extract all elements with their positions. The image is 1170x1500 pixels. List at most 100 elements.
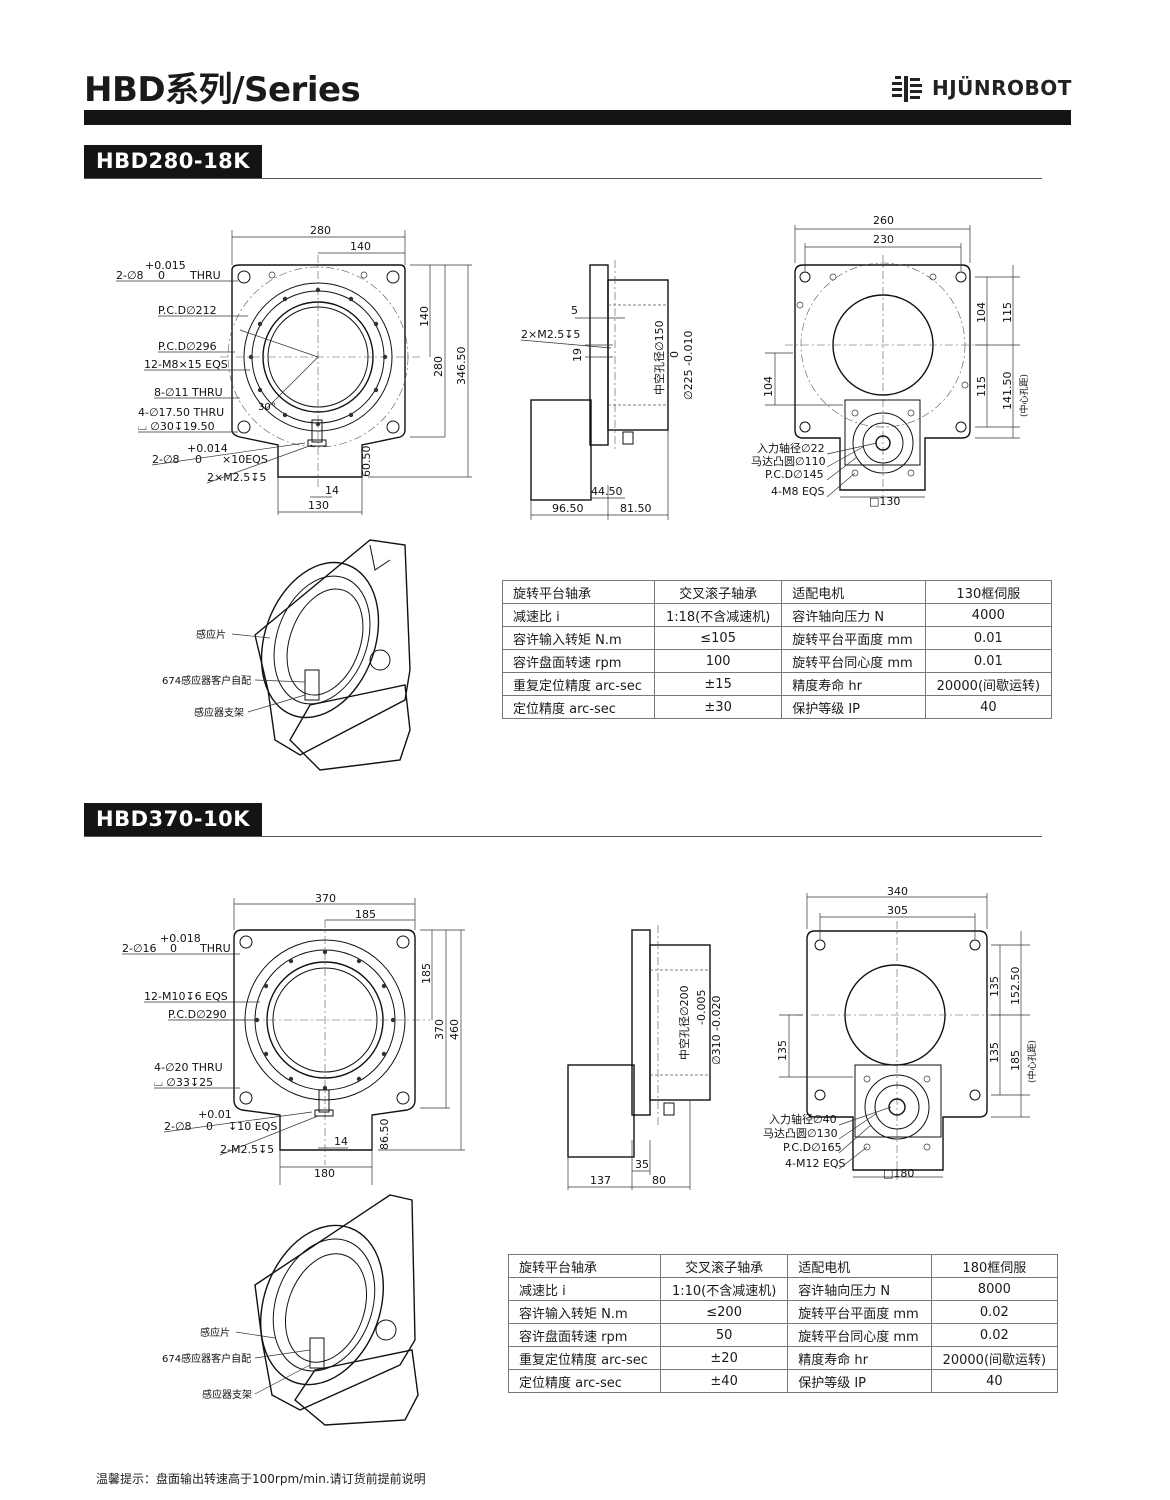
rear-dim-135b: 135 (988, 1042, 1001, 1063)
side-dim-80: 80 (652, 1174, 666, 1187)
spec-cell: 交叉滚子轴承 (660, 1254, 789, 1278)
tap-small: 2-M2.5↧5 (220, 1143, 274, 1156)
pin-eqs: ↧10 EQS (228, 1120, 277, 1133)
spec-cell: 8000 (930, 1277, 1059, 1301)
dim-right-full: 370 (433, 1019, 446, 1040)
tap-eqs: 12-M8×15 EQS (144, 358, 228, 371)
footer-note: 温馨提示：盘面输出转速高于100rpm/min.请订货前提前说明 (96, 1472, 426, 1486)
spec-cell: 容许轴向压力 N (781, 603, 926, 627)
dim-86-50: 86.50 (378, 1119, 391, 1151)
spec-cell: 1:10(不含减速机) (660, 1277, 789, 1301)
cbore-1: 4-∅17.50 THRU (138, 406, 224, 419)
spec-cell: 减速比 i (507, 1277, 662, 1301)
dim-width: 370 (315, 892, 336, 905)
pcd-large: P.C.D∅296 (158, 340, 217, 353)
spec-cell: 0.02 (930, 1300, 1059, 1324)
thru-word: THRU (199, 942, 231, 955)
tol2-bottom: 0 (206, 1120, 213, 1133)
pin-label: 2-∅8 (164, 1120, 192, 1133)
table-row: 旋转平台轴承 交叉滚子轴承 适配电机 130框伺服 (501, 580, 1053, 604)
spec-cell: 0.01 (924, 626, 1053, 650)
cbore-2: ⌴ ∅33↧25 (154, 1076, 213, 1089)
spec-cell: 精度寿命 hr (781, 672, 926, 696)
spec-cell: 旋转平台平面度 mm (781, 626, 926, 650)
dim-130: 130 (308, 499, 329, 512)
dim-width: 280 (310, 224, 331, 237)
iso-label-bracket: 感应器支架 (194, 706, 244, 719)
spec-cell: 0.02 (930, 1323, 1059, 1347)
table-row: 重复定位精度 arc-sec ±15 精度寿命 hr 20000(间歇运转) (501, 672, 1053, 696)
brand-mark-icon (892, 76, 922, 102)
spec-cell: 容许轴向压力 N (787, 1277, 932, 1301)
spec-table-hbd280: 旋转平台轴承 交叉滚子轴承 适配电机 130框伺服 减速比 i 1:18(不含减… (501, 580, 1053, 719)
side-tol-top: -0.005 (695, 990, 708, 1025)
spec-cell: ±40 (660, 1369, 789, 1393)
section-rule (84, 836, 1042, 837)
tol-top: +0.018 (160, 932, 201, 945)
spec-cell: 0.01 (924, 649, 1053, 673)
table-row: 容许盘面转速 rpm 50 旋转平台同心度 mm 0.02 (507, 1323, 1059, 1347)
side-tol-top: 0 (668, 351, 681, 358)
holes-thru: 8-∅11 THRU (154, 386, 223, 399)
rear-dim-185: 185 (1009, 1050, 1022, 1071)
rear-tap: 4-M12 EQS (785, 1157, 846, 1170)
section-tab-hbd370: HBD370-10K (84, 803, 263, 836)
rear-dim-135c: 135 (776, 1040, 789, 1061)
table-row: 减速比 i 1:10(不含减速机) 容许轴向压力 N 8000 (507, 1277, 1059, 1301)
table-row: 定位精度 arc-sec ±30 保护等级 IP 40 (501, 695, 1053, 719)
spec-cell: 重复定位精度 arc-sec (501, 672, 656, 696)
spec-table-hbd370: 旋转平台轴承 交叉滚子轴承 适配电机 180框伺服 减速比 i 1:10(不含减… (507, 1254, 1059, 1393)
tol-top: +0.015 (145, 259, 186, 272)
side-dim-5: 5 (571, 304, 578, 317)
side-dim-19: 19 (571, 348, 584, 362)
rear-input-shaft: 入力轴径∅22 (757, 441, 825, 455)
spec-cell: 40 (924, 695, 1053, 719)
spec-cell: 旋转平台轴承 (507, 1254, 662, 1278)
rear-view-drawing: 260 230 104 115 115 141.50 (中心孔距) 104 入力… (751, 214, 1030, 508)
section-tab-hbd280: HBD280-18K (84, 145, 263, 178)
rear-dim-115a: 115 (1001, 302, 1014, 323)
spec-cell: 容许输入转矩 N.m (507, 1300, 662, 1324)
spec-cell: 定位精度 arc-sec (507, 1369, 662, 1393)
spec-cell: 50 (660, 1323, 789, 1347)
iso-label-sensor-plate: 感应片 (200, 1326, 230, 1339)
spec-cell: 精度寿命 hr (787, 1346, 932, 1370)
dim-half-width: 185 (355, 908, 376, 921)
spec-cell: 1:18(不含减速机) (654, 603, 783, 627)
spec-cell: 保护等级 IP (781, 695, 926, 719)
side-dim-137: 137 (590, 1174, 611, 1187)
front-view-drawing: 370 185 185 370 460 86.50 14 180 +0.018 … (122, 892, 465, 1185)
table-row: 定位精度 arc-sec ±40 保护等级 IP 40 (507, 1369, 1059, 1393)
rear-center-note: (中心孔距) (1026, 1040, 1038, 1083)
dim-60-50: 60.50 (360, 446, 373, 478)
spec-cell: 40 (930, 1369, 1059, 1393)
spec-cell: ≤200 (660, 1300, 789, 1324)
iso-label-sensor: 674感应器客户自配 (162, 674, 251, 687)
table-row: 减速比 i 1:18(不含减速机) 容许轴向压力 N 4000 (501, 603, 1053, 627)
table-row: 容许盘面转速 rpm 100 旋转平台同心度 mm 0.01 (501, 649, 1053, 673)
spec-cell: 20000(间歇运转) (924, 672, 1053, 696)
rear-center-note: (中心孔距) (1018, 374, 1030, 417)
side-tol-bottom: ∅310 -0.020 (710, 995, 723, 1065)
side-dim-44: 44.50 (591, 485, 623, 498)
angle-label: 30° (258, 402, 276, 413)
spec-cell: 适配电机 (781, 580, 926, 604)
spec-cell: 容许盘面转速 rpm (501, 649, 656, 673)
rear-dim-260: 260 (873, 214, 894, 227)
iso-label-sensor: 674感应器客户自配 (162, 1352, 251, 1365)
spec-cell: 旋转平台同心度 mm (787, 1323, 932, 1347)
spec-cell: ±15 (654, 672, 783, 696)
rear-view-drawing: 340 305 135 152.50 135 185 (中心孔距) 135 入力… (763, 885, 1038, 1180)
spec-cell: ≤105 (654, 626, 783, 650)
pin-label: 2-∅8 (152, 453, 180, 466)
spec-cell: 容许盘面转速 rpm (507, 1323, 662, 1347)
tol2-top: +0.014 (187, 442, 228, 455)
spec-cell: 旋转平台同心度 mm (781, 649, 926, 673)
tol2-bottom: 0 (195, 453, 202, 466)
rear-pcd: P.C.D∅165 (783, 1141, 842, 1154)
dim-right-total: 346.50 (455, 347, 468, 386)
rear-dim-305: 305 (887, 904, 908, 917)
side-dim-35: 35 (635, 1158, 649, 1171)
dim-right-half: 140 (418, 306, 431, 327)
cbore-2: ⌴ ∅30↧19.50 (138, 420, 215, 433)
